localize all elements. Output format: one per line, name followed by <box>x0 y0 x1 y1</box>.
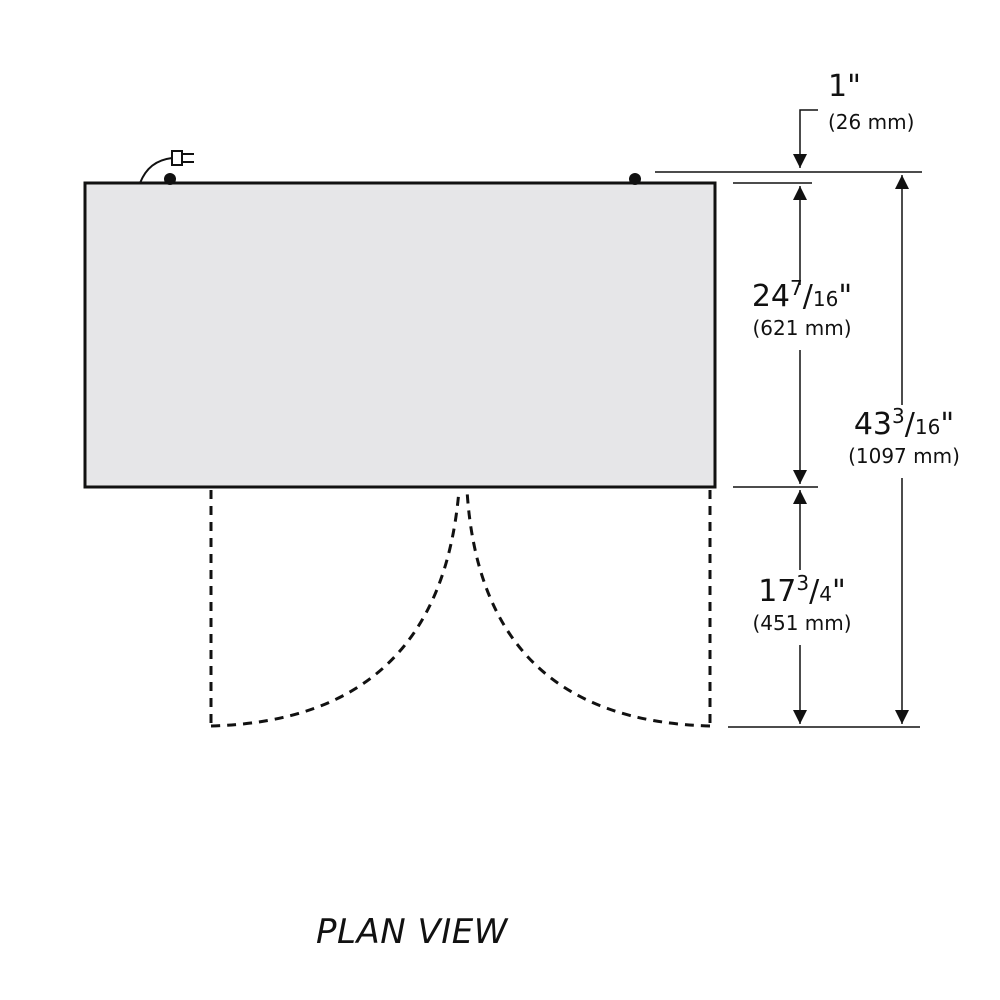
rear-bumper-left <box>164 173 176 185</box>
dimension-metric: (621 mm) <box>752 315 852 340</box>
dimension-imperial: 1" <box>828 69 861 104</box>
rear-bumper-right <box>629 173 641 185</box>
door-swing-outline <box>209 489 712 728</box>
dimension-metric: (26 mm) <box>828 109 915 134</box>
dimension-top-offset: 1" (26 mm) <box>828 69 915 134</box>
cabinet-body <box>83 181 717 489</box>
dimension-overall-depth: 433/16" (1097 mm) <box>836 404 972 468</box>
dimension-imperial: 173/4" <box>758 571 846 609</box>
dimension-imperial: 247/16" <box>751 276 853 314</box>
power-plug-icon <box>139 150 194 184</box>
dimension-door-swing: 173/4" (451 mm) <box>742 571 862 635</box>
dimension-metric: (1097 mm) <box>848 443 960 468</box>
dimension-lines <box>793 175 909 724</box>
top-offset-leader <box>793 109 818 168</box>
dimension-imperial: 433/16" <box>853 404 955 442</box>
dimension-cabinet-depth: 247/16" (621 mm) <box>742 276 862 340</box>
view-title: PLAN VIEW <box>316 912 508 952</box>
extension-lines <box>655 171 922 728</box>
dimension-metric: (451 mm) <box>752 610 852 635</box>
